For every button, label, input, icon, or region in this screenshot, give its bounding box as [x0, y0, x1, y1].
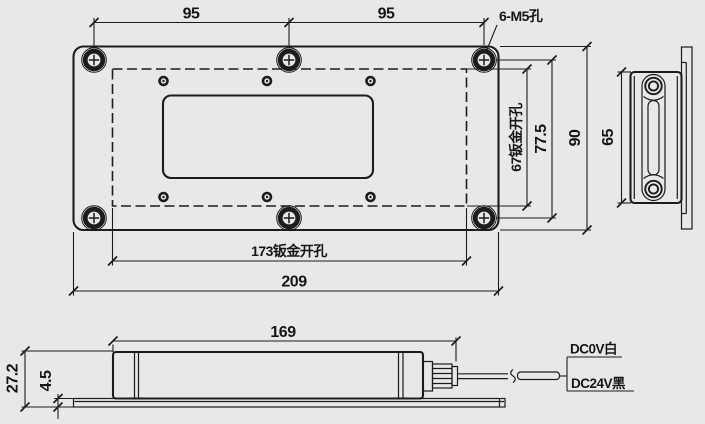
dim-hole-pitch-horizontal: 95 95	[88, 6, 490, 47]
dim-hole-pitch-vertical: 77.5	[496, 54, 558, 224]
wire-white-label: DC0V白	[570, 341, 617, 357]
power-cable	[457, 369, 567, 383]
m5-screw-icon	[277, 206, 302, 231]
m5-screw-icon	[82, 206, 107, 231]
screw-spec-callout: 6-M5孔	[485, 8, 543, 53]
sheet-metal-cutout-dashed	[111, 68, 468, 207]
front-view: 95 95 6-M5孔 67钣金开孔 77.5 90	[68, 6, 593, 297]
body-profile-outline	[111, 350, 425, 400]
pilot-hole-icon	[365, 191, 376, 203]
panel-height-label: 90	[567, 129, 584, 146]
body-side-outline	[629, 70, 683, 205]
bottom-profile-view: DC0V白 DC24V黑 169 27.2 4.5	[5, 324, 634, 419]
cable-break-icon	[510, 369, 516, 383]
dim-body-length: 169	[107, 324, 462, 362]
cable-gland	[422, 360, 459, 392]
screw-boss-track	[641, 73, 666, 202]
body-height-label: 65	[600, 129, 617, 146]
leader-line	[485, 24, 498, 53]
flange-depth-label: 4.5	[38, 370, 55, 391]
dim-95-left-label: 95	[183, 6, 200, 23]
wire-black-label: DC24V黑	[571, 376, 626, 391]
dim-panel-height: 90	[500, 41, 593, 236]
pilot-hole-icon	[261, 191, 273, 203]
dim-body-height: 65	[600, 66, 631, 209]
screw-spec-label: 6-M5孔	[499, 8, 543, 24]
panel-width-label: 209	[281, 274, 307, 291]
pilot-hole-icon	[261, 75, 273, 87]
overall-depth-label: 27.2	[5, 363, 22, 393]
m5-screw-icon	[472, 206, 497, 231]
pilot-hole-icon	[158, 191, 169, 203]
panel-outline	[72, 45, 500, 232]
dim-panel-width: 209	[68, 232, 504, 297]
m5-screw-icon	[82, 48, 107, 73]
body-length-label: 169	[270, 324, 296, 341]
side-screw-icon	[644, 179, 663, 199]
side-view: 65	[600, 46, 693, 230]
m5-screw-icon	[277, 48, 302, 73]
hole-pitch-v-label: 77.5	[533, 124, 550, 154]
dim-95-right-label: 95	[378, 6, 395, 23]
wire-ferrule	[516, 371, 561, 381]
dim-cutout-width: 173钣金开孔	[107, 208, 472, 267]
pilot-hole-icon	[158, 75, 169, 87]
display-window	[161, 94, 375, 180]
side-screw-icon	[644, 76, 663, 96]
cutout-height-label: 67钣金开孔	[508, 103, 524, 172]
pilot-hole-icon	[365, 75, 376, 87]
dim-flange-depth: 4.5	[38, 370, 79, 419]
wire-labels: DC0V白 DC24V黑	[566, 341, 634, 392]
center-slot	[647, 99, 660, 176]
dim-cutout-height: 67钣金开孔	[467, 63, 533, 212]
cutout-width-label: 173钣金开孔	[251, 243, 327, 259]
flange-plate-profile	[72, 397, 506, 408]
dim-overall-depth: 27.2	[5, 345, 113, 413]
